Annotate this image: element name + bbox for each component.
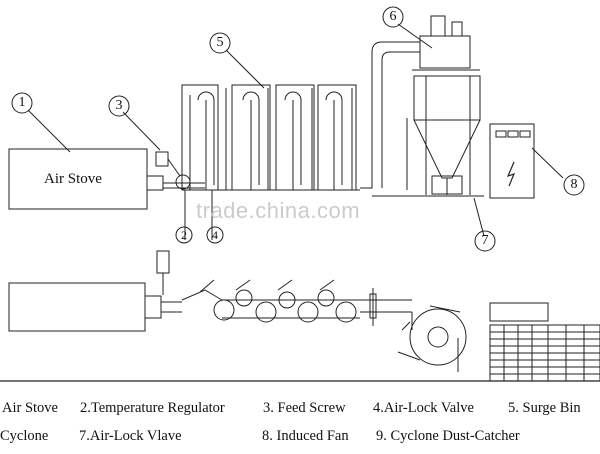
callout-1: 1 xyxy=(18,95,26,110)
legend-item-cyclone: Cyclone xyxy=(0,428,49,444)
legend-item-surge-bin: 5. Surge Bin xyxy=(508,400,581,416)
cyclone-plan xyxy=(409,308,467,366)
air-stove-plan xyxy=(8,282,146,332)
control-cabinet xyxy=(489,123,535,199)
riser-duct xyxy=(360,41,420,189)
drying-columns xyxy=(181,84,360,191)
legend-item-cyclone-dust-catcher: 9. Cyclone Dust-Catcher xyxy=(376,428,520,444)
legend-item-induced-fan: 8. Induced Fan xyxy=(262,428,349,444)
temperature-regulator xyxy=(175,174,191,190)
callout-7: 7 xyxy=(481,233,489,248)
air-stove-label: Air Stove xyxy=(44,171,102,187)
callout-8: 8 xyxy=(570,177,578,192)
legend-item-air-lock-valve: 4.Air-Lock Valve xyxy=(373,400,474,416)
callout-5: 5 xyxy=(216,35,224,50)
callout-6: 6 xyxy=(389,9,397,24)
title-block xyxy=(489,302,600,382)
feed-screw-hopper xyxy=(155,151,169,167)
watermark: trade.china.com xyxy=(196,198,361,223)
callout-4: 4 xyxy=(212,228,218,242)
plan-drying-ducts xyxy=(181,279,360,323)
legend-item-feed-screw: 3. Feed Screw xyxy=(263,400,346,416)
cyclone xyxy=(406,15,481,195)
legend-item-temperature-regulator: 2.Temperature Regulator xyxy=(80,400,225,416)
legend-item-air-stove: Air Stove xyxy=(2,400,58,416)
callout-2: 2 xyxy=(181,228,187,242)
legend-item-air-lock-vlave: 7.Air-Lock Vlave xyxy=(79,428,182,444)
callout-3: 3 xyxy=(115,98,123,113)
